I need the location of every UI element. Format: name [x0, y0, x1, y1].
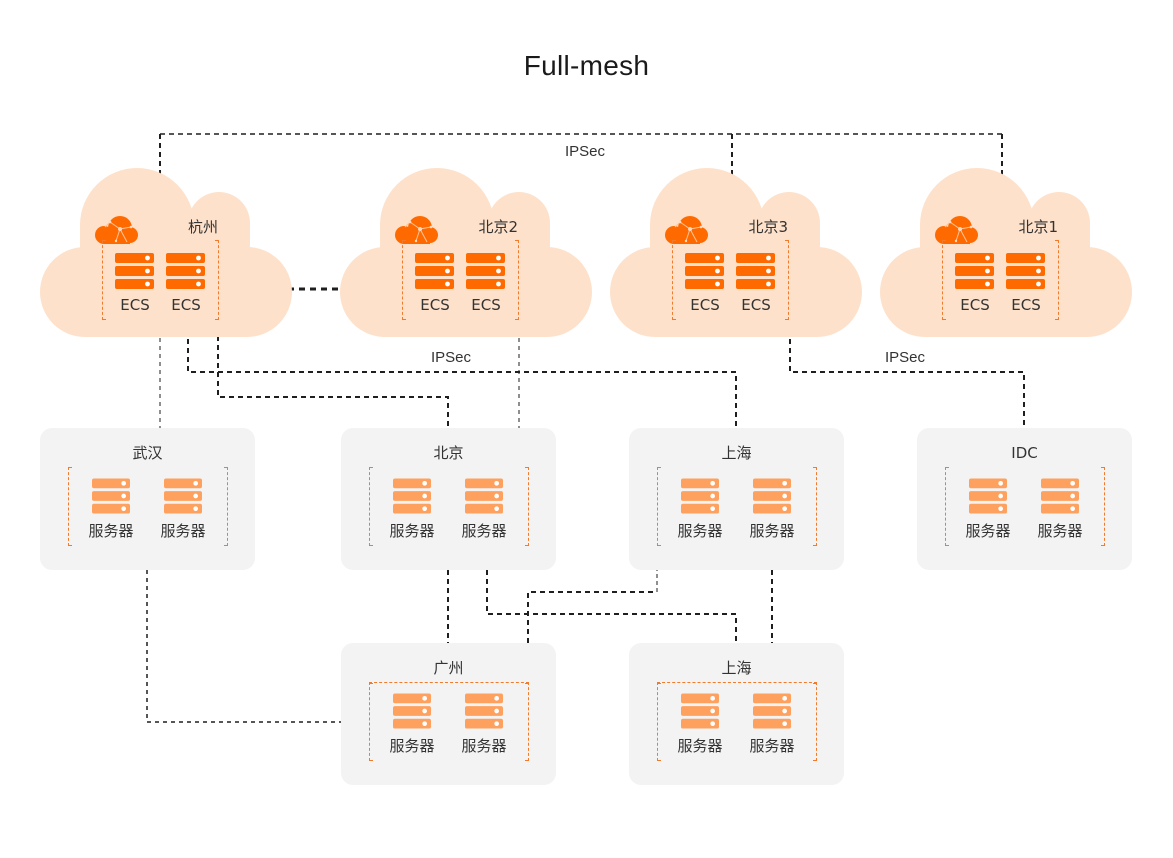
link-wuhan-guangzhou: [146, 570, 341, 723]
instance-label: ECS: [690, 296, 720, 314]
instance-label: ECS: [420, 296, 450, 314]
server-icon[interactable]: [685, 253, 724, 289]
server-icon[interactable]: [681, 693, 719, 729]
server-icon[interactable]: [955, 253, 994, 289]
server-icon[interactable]: [466, 253, 505, 289]
instance-label: ECS: [471, 296, 501, 314]
site-shanghai-2[interactable]: 上海 服务器 服务器: [629, 643, 844, 785]
server-icon[interactable]: [1041, 478, 1079, 514]
instance-label: ECS: [741, 296, 771, 314]
instance-label: ECS: [960, 296, 990, 314]
server-icon[interactable]: [465, 693, 503, 729]
site-beijing[interactable]: 北京 服务器 服务器: [341, 428, 556, 570]
site-wuhan[interactable]: 武汉 服务器 服务器: [40, 428, 255, 570]
server-icon[interactable]: [92, 478, 130, 514]
cloud-region-label: 北京1: [1018, 218, 1058, 236]
link-hangzhou-shanghai: [187, 330, 737, 428]
server-label: 服务器: [749, 522, 795, 540]
ipsec-label-middle: IPSec: [430, 349, 472, 366]
cloud-region-beijing2[interactable]: 北京2 ECS ECS: [340, 165, 592, 338]
server-label: 服务器: [1037, 522, 1083, 540]
server-label: 服务器: [461, 737, 507, 755]
site-label: 武汉: [132, 444, 163, 462]
server-label: 服务器: [749, 737, 795, 755]
instance-label: ECS: [171, 296, 201, 314]
server-icon[interactable]: [753, 478, 791, 514]
site-idc[interactable]: IDC 服务器 服务器: [917, 428, 1132, 570]
server-label: 服务器: [677, 522, 723, 540]
site-label: IDC: [1011, 444, 1038, 462]
site-guangzhou[interactable]: 广州 服务器 服务器: [341, 643, 556, 785]
server-label: 服务器: [160, 522, 206, 540]
server-icon[interactable]: [681, 478, 719, 514]
cloud-region-hangzhou[interactable]: 杭州 ECS ECS: [40, 165, 292, 338]
cloud-region-beijing1[interactable]: 北京1 ECS ECS: [880, 165, 1132, 338]
instance-label: ECS: [120, 296, 150, 314]
server-icon[interactable]: [393, 478, 431, 514]
server-label: 服务器: [389, 522, 435, 540]
diagram-title: Full-mesh: [523, 50, 650, 81]
server-label: 服务器: [965, 522, 1011, 540]
site-label: 北京: [433, 444, 464, 462]
server-label: 服务器: [461, 522, 507, 540]
server-icon[interactable]: [164, 478, 202, 514]
link-beijing3-idc: [789, 330, 1025, 428]
site-label: 上海: [721, 659, 752, 677]
ipsec-label-right: IPSec: [884, 349, 926, 366]
link-beijing-shanghai2: [486, 570, 737, 643]
cloud-region-label: 杭州: [187, 218, 218, 236]
server-icon[interactable]: [415, 253, 454, 289]
ipsec-label-top: IPSec: [564, 143, 606, 160]
server-label: 服务器: [677, 737, 723, 755]
server-label: 服务器: [88, 522, 134, 540]
cloud-region-beijing3[interactable]: 北京3 ECS ECS: [610, 165, 862, 338]
server-label: 服务器: [389, 737, 435, 755]
server-icon[interactable]: [393, 693, 431, 729]
link-hangzhou-beijing: [217, 318, 449, 428]
instance-label: ECS: [1011, 296, 1041, 314]
server-icon[interactable]: [753, 693, 791, 729]
cloud-region-label: 北京2: [478, 218, 518, 236]
link-guangzhou-shanghai: [527, 591, 657, 643]
server-icon[interactable]: [115, 253, 154, 289]
server-icon[interactable]: [736, 253, 775, 289]
server-icon[interactable]: [969, 478, 1007, 514]
server-icon[interactable]: [1006, 253, 1045, 289]
server-icon[interactable]: [465, 478, 503, 514]
cloud-region-label: 北京3: [748, 218, 788, 236]
site-shanghai[interactable]: 上海 服务器 服务器: [629, 428, 844, 570]
site-label: 上海: [721, 444, 752, 462]
server-icon[interactable]: [166, 253, 205, 289]
site-label: 广州: [433, 659, 464, 677]
